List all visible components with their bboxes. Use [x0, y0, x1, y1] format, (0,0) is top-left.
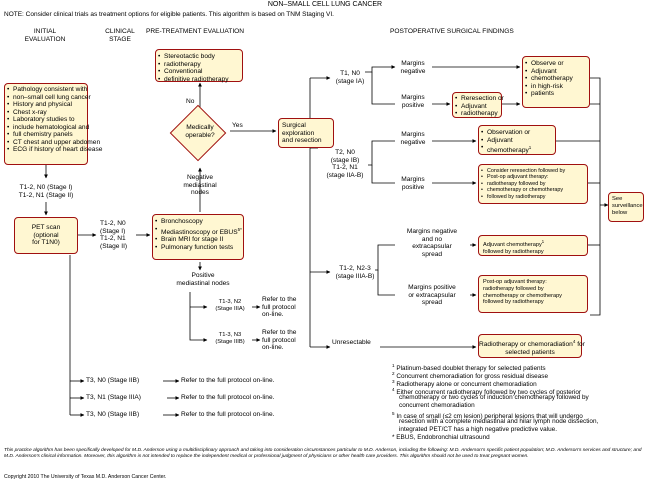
initial-item: CT chest and upper abdomen: [7, 139, 100, 147]
initial-item: Laboratory studies to: [7, 116, 85, 124]
reresection-item: Reresection or: [455, 95, 504, 103]
t3-row-stage: T3, N1 (Stage IIIA): [86, 394, 141, 401]
stage-iiia-label: T1-2, N2-3(stage IIIA-B): [335, 265, 375, 280]
header-postoperative: POSTOPERATIVE SURGICAL FINDINGS: [390, 28, 514, 35]
footnote: resection with a complete mediastinal an…: [399, 418, 599, 425]
t3-row-stage: T3, N0 (Stage IIB): [86, 411, 140, 418]
workup-box: Bronchoscopy Mediastinoscopy or EBUS5* B…: [152, 214, 244, 260]
consider-item: chemotherapy or chemotherapy: [481, 187, 585, 194]
stage-t13n2-label: T1-3, N2(Stage IIIA): [215, 299, 245, 312]
workup-item: Bronchoscopy: [155, 218, 241, 226]
sbrt-box: Stereotactic body radiotherapy Conventio…: [155, 49, 243, 84]
consider-item: followed by radiotherapy: [481, 194, 585, 201]
stage-mid-label: T1-2, N0(Stage I)T1-2, N1(Stage II): [100, 220, 128, 250]
consider-item: radiotherapy followed by: [481, 181, 585, 188]
t3-row-text: Refer to the full protocol on-line.: [181, 377, 275, 384]
initial-item: full chemistry panels: [7, 131, 85, 139]
sbrt-item: radiotherapy: [158, 61, 240, 69]
unresectable-label: Unresectable: [332, 339, 371, 346]
sbrt-item: definitive radiotherapy: [158, 76, 240, 84]
observe-item: patients: [525, 90, 587, 98]
t3-row-stage: T3, N0 (Stage IIB): [86, 377, 140, 384]
footnote: integrated PET/CT has a high negative pr…: [399, 426, 557, 433]
t3-row-text: Refer to the full protocol on-line.: [181, 394, 275, 401]
observe-item: chemotherapy: [525, 75, 587, 83]
initial-item: History and physical: [7, 101, 85, 109]
workup-item: Brain MRI for stage II: [155, 236, 241, 244]
adjuvant-chemo-box: Adjuvant chemotherapy1 followed by radio…: [478, 235, 588, 256]
workup-item: Pulmonary function tests: [155, 244, 241, 252]
t3-row-text: Refer to the full protocol on-line.: [181, 411, 275, 418]
initial-item: ECG if history of heart disease: [7, 146, 102, 154]
stage-ia-label: T1, N0(stage IA): [335, 70, 365, 85]
observe-item: in high-risk: [525, 83, 587, 91]
stage-ib-label: T2, N0(stage IB)T1-2, N1(stage IIA-B): [326, 149, 364, 179]
disclaimer: This practice algorithm has been specifi…: [4, 448, 642, 459]
observe-box: Observe or Adjuvant chemotherapy in high…: [522, 56, 590, 108]
reresection-item: radiotherapy: [455, 110, 499, 118]
observation-item: Observation or: [481, 129, 553, 137]
footnote: 2 Concurrent chemoradiation for gross re…: [392, 371, 549, 381]
consider-item: Post-op adjuvant therapy:: [481, 174, 585, 181]
sbrt-item: Stereotactic body: [158, 53, 240, 61]
reresection-item: Adjuvant: [455, 103, 499, 111]
observe-item: Adjuvant: [525, 68, 587, 76]
footnote: 5 In case of small (≤2 cm lesion) periph…: [392, 411, 583, 421]
yes-label: Yes: [232, 122, 243, 129]
footnote: * EBUS, Endobronchial ultrasound: [392, 434, 490, 441]
consider-reresection-box: Consider reresection followed by Post-op…: [478, 164, 588, 204]
observation-box: Observation or Adjuvant chemotherapy1: [478, 125, 556, 155]
postop-adjuvant-box: Post-op adjuvant therapy:radiotherapy fo…: [478, 275, 588, 313]
initial-item: include hematological and: [7, 124, 89, 132]
footnote: 1 Platinum-based doublet therapy for sel…: [392, 363, 546, 373]
initial-item: non–small cell lung cancer: [7, 94, 91, 102]
sbrt-item: Conventional: [158, 68, 240, 76]
reresection-box: Reresection or Adjuvant radiotherapy: [452, 92, 504, 118]
header-pretreatment: PRE-TREATMENT EVALUATION: [146, 28, 245, 35]
initial-item: Chest x-ray: [7, 109, 85, 117]
initial-evaluation-box: Pathology consistent with non–small cell…: [4, 83, 102, 165]
footnote: chemotherapy or two cycles of induction …: [399, 394, 589, 401]
observation-item: chemotherapy1: [481, 144, 553, 155]
radiotherapy-box: Radiotherapy or chemoradiation4 for sele…: [478, 334, 585, 358]
stage-i-ii-label: T1-2, N0 (Stage I)T1-2, N1 (Stage II): [18, 184, 74, 199]
observation-item: Adjuvant: [481, 137, 553, 145]
page-title: NON–SMALL CELL LUNG CANCER: [267, 1, 383, 8]
note: NOTE: Consider clinical trials as treatm…: [4, 11, 334, 18]
initial-item: Pathology consistent with: [7, 86, 87, 94]
consider-item: Consider reresection followed by: [481, 168, 585, 175]
no-label: No: [186, 98, 195, 105]
workup-item: Mediastinoscopy or EBUS5*: [155, 226, 242, 237]
footnote: 4 Either concurrent radiotherapy followe…: [392, 387, 582, 397]
stage-t13n3-label: T1-3, N3(Stage IIIB): [215, 332, 245, 345]
copyright: Copyright 2010 The University of Texas M…: [4, 474, 167, 480]
footnote: concurrent chemoradiation: [399, 402, 475, 409]
footnote: 3 Radiotherapy alone or concurrent chemo…: [392, 379, 537, 389]
observe-item: Observe or: [525, 60, 587, 68]
